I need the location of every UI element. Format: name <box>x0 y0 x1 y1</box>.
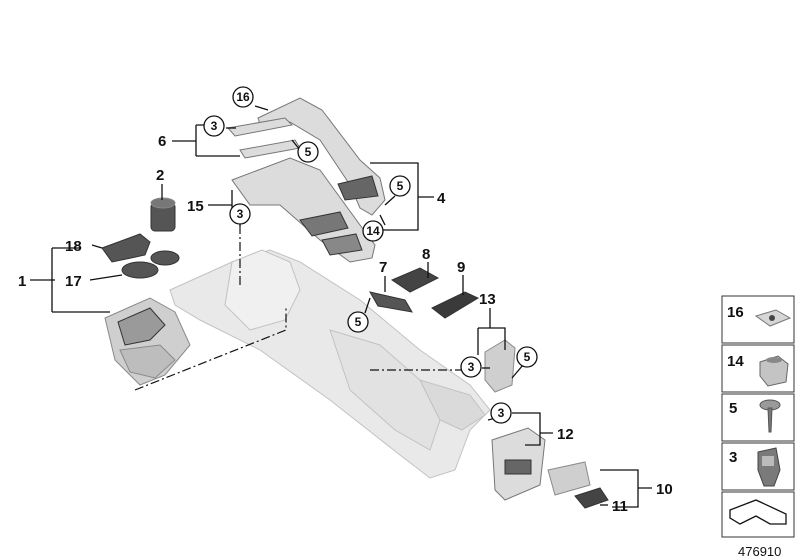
svg-text:3: 3 <box>468 360 475 374</box>
svg-text:16: 16 <box>727 304 744 321</box>
fastener-legend: 16 14 5 3 <box>721 295 795 538</box>
circled-callout-5c: 5 <box>347 311 369 333</box>
callout-2: 2 <box>156 167 164 184</box>
svg-text:5: 5 <box>729 400 737 417</box>
callout-11: 11 <box>612 498 628 515</box>
callout-17: 17 <box>65 273 82 290</box>
svg-text:14: 14 <box>727 353 744 370</box>
callout-numbers: 1 2 4 6 7 8 9 10 11 12 13 15 17 18 <box>18 133 673 515</box>
callout-13: 13 <box>479 291 496 308</box>
svg-text:3: 3 <box>211 119 218 133</box>
upper-trim-panel <box>257 97 386 216</box>
svg-text:5: 5 <box>524 350 531 364</box>
legend-item-16: 16 <box>721 295 795 344</box>
center-console-body <box>169 249 491 479</box>
svg-text:3: 3 <box>498 406 505 420</box>
svg-text:5: 5 <box>355 315 362 329</box>
circled-callout-16: 16 <box>232 86 254 108</box>
trim-strip-lower <box>239 139 301 159</box>
svg-text:14: 14 <box>366 224 380 238</box>
circled-callout-5d: 5 <box>516 346 538 368</box>
direction-arrow-icon <box>729 499 787 525</box>
rear-panel <box>491 427 546 501</box>
svg-text:3: 3 <box>729 449 737 466</box>
svg-text:16: 16 <box>236 90 250 104</box>
switch-cover-8 <box>390 267 440 293</box>
legend-item-5: 5 <box>721 393 795 442</box>
circled-callouts: 16 3 5 5 14 3 5 3 <box>203 86 538 424</box>
callout-10: 10 <box>656 481 673 498</box>
cup-holder-mat <box>121 250 180 279</box>
callout-1: 1 <box>18 273 26 290</box>
callout-6: 6 <box>158 133 166 150</box>
expansion-nut-icon <box>759 355 789 387</box>
bracket-13 <box>484 339 516 393</box>
legend-item-3: 3 <box>721 442 795 491</box>
storage-tray <box>547 461 609 509</box>
legend-orientation-arrow <box>721 491 795 538</box>
switch-cover-7 <box>369 291 413 313</box>
reference-number: 476910 <box>738 544 781 559</box>
svg-text:5: 5 <box>397 179 404 193</box>
middle-trim-panel <box>231 157 376 263</box>
circled-callout-3a: 3 <box>203 115 225 137</box>
callout-18: 18 <box>65 238 82 255</box>
circled-callout-3c: 3 <box>460 356 482 378</box>
cup-insert <box>150 197 176 232</box>
cup-holder-insert <box>104 297 191 386</box>
callout-4: 4 <box>437 190 446 207</box>
callout-8: 8 <box>422 246 430 263</box>
mat-9 <box>431 291 480 319</box>
legend-item-14: 14 <box>721 344 795 393</box>
circled-callout-3d: 3 <box>490 402 512 424</box>
svg-text:3: 3 <box>237 207 244 221</box>
circled-callout-5a: 5 <box>297 141 319 163</box>
callout-12: 12 <box>557 426 574 443</box>
callout-15: 15 <box>187 198 204 215</box>
trim-strip <box>227 117 294 137</box>
callout-9: 9 <box>457 259 465 276</box>
circled-callout-3b: 3 <box>229 203 251 225</box>
callout-7: 7 <box>379 259 387 276</box>
svg-text:5: 5 <box>305 145 312 159</box>
circled-callout-14: 14 <box>362 220 384 242</box>
leader-lines <box>30 105 652 508</box>
tray-mat <box>101 233 151 263</box>
circled-callout-5b: 5 <box>389 175 411 197</box>
